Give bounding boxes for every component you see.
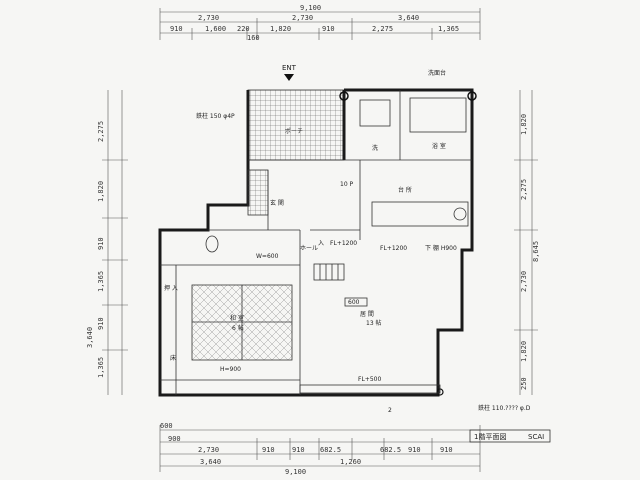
- dim-bottom-total: 9,100: [285, 468, 306, 476]
- dim-right-d: 2,730: [520, 271, 528, 292]
- kitchen-counter: [371, 201, 469, 227]
- entry-floor: [247, 169, 269, 216]
- dim-bottom-j: 3,640: [200, 458, 221, 466]
- dim-right-e: 1,820: [520, 341, 528, 362]
- pillar-note: 鉄柱 110.???? φ.D: [478, 404, 531, 412]
- left-dimension-lines: [102, 90, 128, 395]
- veranda: [299, 384, 441, 394]
- fl-small-label: FL+1200: [330, 240, 357, 247]
- dim-left-e: 3,640: [86, 327, 94, 348]
- bottom-dimension-lines: [159, 425, 481, 472]
- top-dimension-lines: [159, 8, 481, 40]
- dim-right-c: 8,645: [532, 241, 540, 262]
- entrance-label: ENT: [282, 64, 297, 72]
- dim-top-a: 2,730: [198, 14, 219, 22]
- dim-left-d: 1,365: [97, 271, 105, 292]
- dim-top-i: 2,275: [372, 25, 393, 33]
- fl-bottom-label: FL+500: [358, 376, 381, 383]
- dim-bottom-g: 682.5: [380, 446, 401, 454]
- dim-bottom-c: 2,730: [198, 446, 219, 454]
- entry-hall-label: 玄 関: [270, 199, 284, 207]
- washbasin: [359, 99, 391, 127]
- floor-fp-label: 10 P: [340, 181, 354, 188]
- entrance-arrow-icon: [284, 74, 294, 81]
- bathtub: [409, 97, 467, 133]
- dim-top-b: 2,730: [292, 14, 313, 22]
- tatami-size: 6 帖: [232, 324, 244, 332]
- dim-top-h: 910: [322, 25, 335, 33]
- dim-top-g: 1,820: [270, 25, 291, 33]
- kitchen-label: 台 所: [398, 186, 412, 194]
- legend-box: [469, 429, 551, 443]
- cupboard-label: 下 棚 H900: [425, 244, 457, 252]
- dim-bottom-i: 910: [440, 446, 453, 454]
- box-600: [344, 297, 368, 307]
- dim-left-f: 910: [97, 317, 105, 330]
- tokonoma-label: 床: [170, 354, 176, 362]
- dim-top-c: 3,640: [398, 14, 419, 22]
- dim-left-g: 1,365: [97, 357, 105, 378]
- pillars: [339, 91, 477, 396]
- right-dimension-lines: [514, 90, 538, 395]
- dim-bottom-a: 600: [160, 422, 173, 430]
- small-600-label: 600: [348, 299, 360, 306]
- hm-label: H=900: [220, 366, 241, 373]
- staircase: [313, 263, 345, 281]
- dim-left-a: 2,275: [97, 121, 105, 142]
- bath-label: 浴 室: [432, 142, 446, 150]
- fl-level-label: FL+1200: [380, 245, 407, 252]
- dim-right-a: 1,820: [520, 114, 528, 135]
- kitchen-sink: [453, 207, 467, 221]
- dim-bottom-f: 682.5: [320, 446, 341, 454]
- wall-label: W=600: [256, 253, 279, 260]
- porch-note: 鉄柱 150 φ4P: [196, 112, 235, 120]
- dim-top-e: 1,600: [205, 25, 226, 33]
- legend-label: 1階平面図: [474, 432, 506, 441]
- dim-top-d: 910: [170, 25, 183, 33]
- wash-label: 洗: [372, 144, 378, 152]
- toilet: [205, 235, 219, 253]
- dim-bottom-e: 910: [292, 446, 305, 454]
- dim-bottom-k: 1,260: [340, 458, 361, 466]
- left-dimension-labels: 2,275 1,820 910 1,365 3,640 910 1,365: [86, 121, 105, 378]
- dim-bottom-b: 900: [168, 435, 181, 443]
- scale-label: SCAI: [528, 433, 544, 441]
- in-label: 入: [318, 240, 324, 247]
- dim-top-small: 160: [247, 34, 260, 42]
- living-size: 13 帖: [366, 319, 382, 327]
- dim-left-c: 910: [97, 237, 105, 250]
- interior-walls: [160, 90, 472, 395]
- living-label: 居 間: [360, 311, 374, 318]
- washroom-note: 洗面台: [428, 69, 446, 77]
- dim-right-f: 250: [520, 377, 528, 390]
- dim-top-total: 9,100: [300, 4, 321, 12]
- closet-label: 押 入: [164, 284, 178, 292]
- porch-label: ポーチ: [285, 127, 303, 135]
- dim-bottom-h: 910: [408, 446, 421, 454]
- marker-2: 2: [388, 407, 392, 414]
- tatami-label: 和 室: [230, 314, 244, 322]
- dim-right-b: 2,275: [520, 179, 528, 200]
- dim-top-f: 220: [237, 25, 250, 33]
- porch-area: [247, 89, 345, 161]
- dim-bottom-d: 910: [262, 446, 275, 454]
- dim-top-j: 1,365: [438, 25, 459, 33]
- dim-left-b: 1,820: [97, 181, 105, 202]
- hall-label: ホール: [300, 245, 318, 252]
